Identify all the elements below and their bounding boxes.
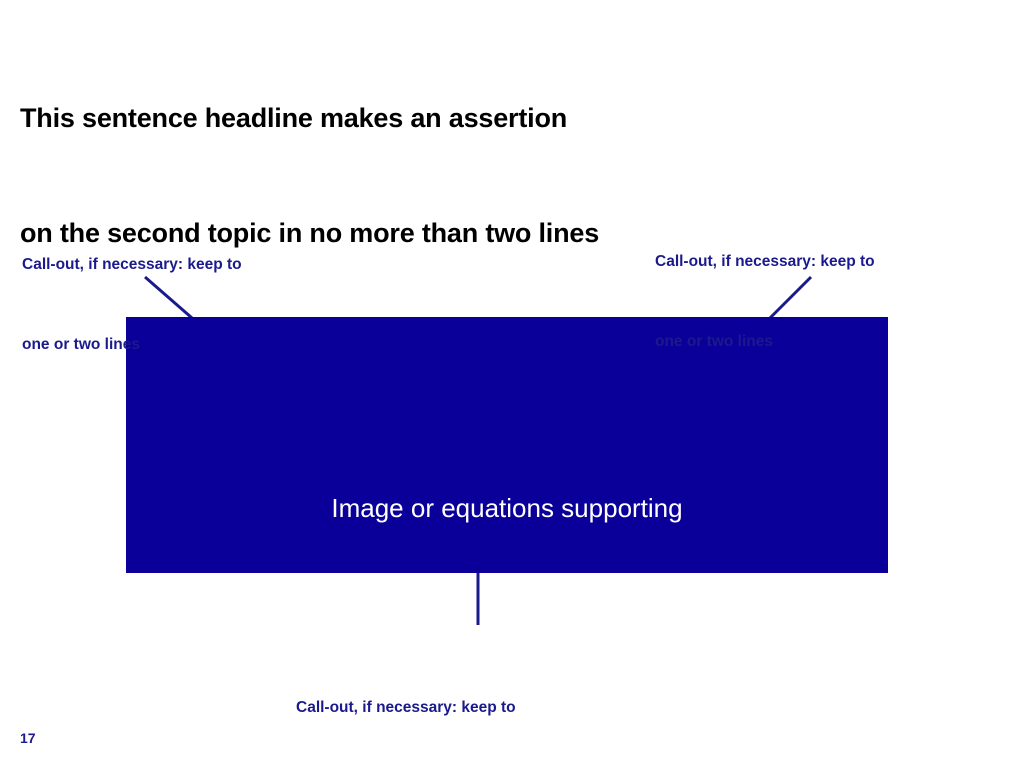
callout-right: Call-out, if necessary: keep to one or t… bbox=[655, 196, 1000, 409]
callout-right-line-2: one or two lines bbox=[655, 333, 773, 351]
callout-left-line-2: one or two lines bbox=[22, 336, 140, 354]
callout-left-line-1: Call-out, if necessary: keep to bbox=[22, 256, 242, 274]
page-number: 17 bbox=[20, 730, 36, 746]
callout-right-line-1: Call-out, if necessary: keep to bbox=[655, 253, 875, 271]
callout-bottom: Call-out, if necessary: keep to one or t… bbox=[296, 642, 641, 768]
headline-line-1: This sentence headline makes an assertio… bbox=[20, 102, 568, 133]
headline-line-2: on the second topic in no more than two … bbox=[20, 217, 600, 248]
callout-left: Call-out, if necessary: keep to one or t… bbox=[22, 199, 362, 412]
content-placeholder-line-2: the headline assertion bbox=[379, 619, 635, 650]
content-placeholder-box: Image or equations supporting the headli… bbox=[126, 317, 888, 650]
page-title: This sentence headline makes an assertio… bbox=[20, 22, 900, 329]
content-placeholder-text: Image or equations supporting the headli… bbox=[126, 403, 888, 740]
content-placeholder-line-1: Image or equations supporting bbox=[331, 493, 683, 524]
callout-bottom-line-1: Call-out, if necessary: keep to bbox=[296, 699, 516, 717]
